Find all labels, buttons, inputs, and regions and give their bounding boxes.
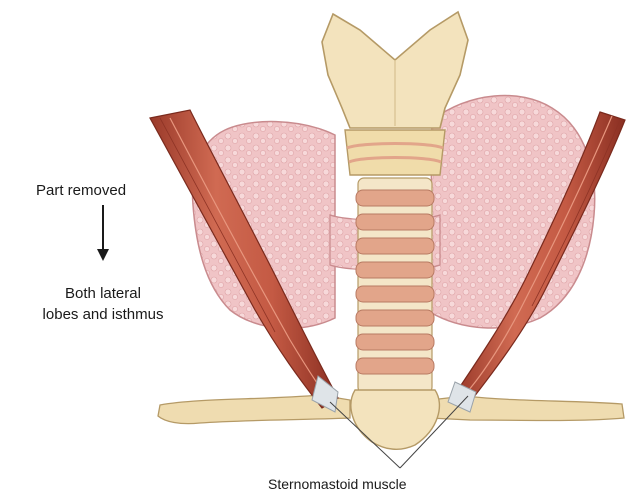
sternomastoid-muscle-label: Sternomastoid muscle [268,474,407,495]
lobes-and-isthmus-label: Both lateral lobes and isthmus [8,283,198,325]
trachea [356,178,434,393]
down-arrow-icon [96,205,110,263]
lobes-label-line2: lobes and isthmus [8,304,198,325]
part-removed-label: Part removed [36,180,126,201]
clavicles-and-sternum [158,390,624,449]
cricoid-cartilage [345,130,445,175]
lobes-label-line1: Both lateral [8,283,198,304]
